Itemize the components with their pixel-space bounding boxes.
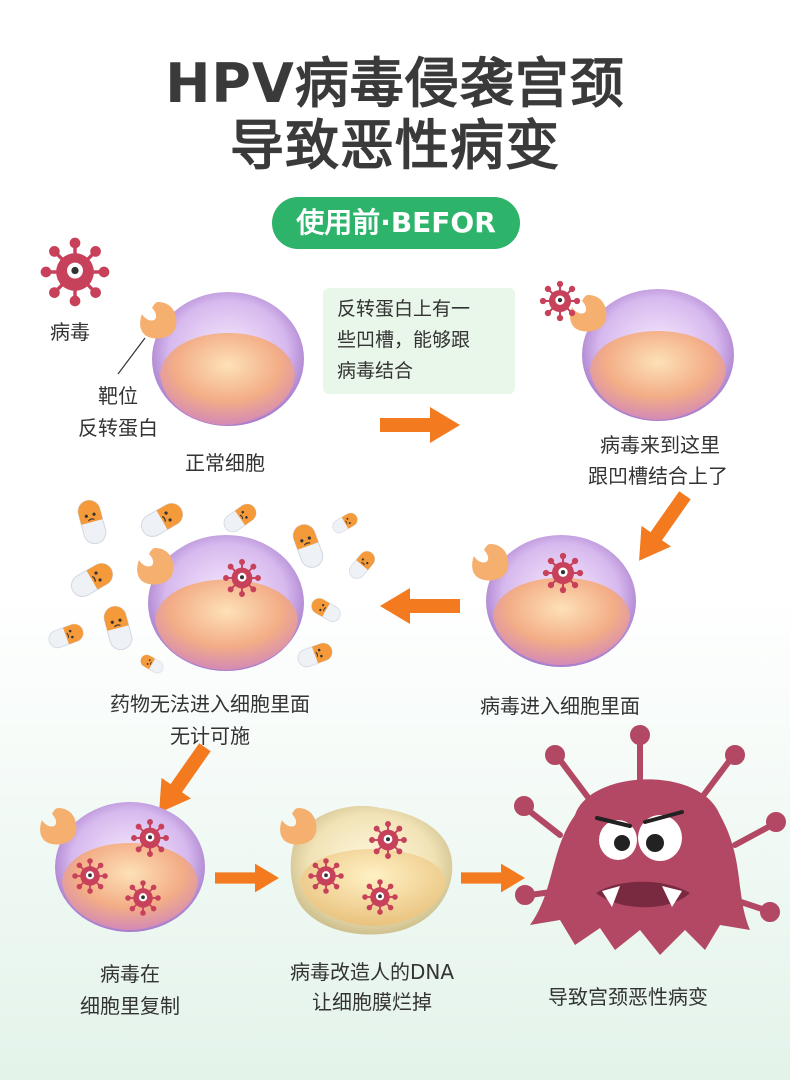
virus-icon-6b <box>308 858 344 894</box>
step4-label-line-1: 药物无法进入细胞里面 <box>110 692 310 716</box>
normal-cell <box>152 292 304 426</box>
title-line-1: HPV病毒侵袭宫颈 <box>165 52 625 115</box>
title-line-2: 导致恶性病变 <box>230 114 560 177</box>
virus-icon-5a <box>131 819 169 857</box>
protein-icon-4 <box>137 548 174 585</box>
arrow-right-3 <box>461 863 525 893</box>
pointer-line <box>117 337 146 375</box>
monster-virus-icon <box>514 725 786 955</box>
virus-icon-6a <box>369 821 407 859</box>
docked-cell <box>582 289 734 421</box>
virus-icon-5c <box>125 880 161 916</box>
target-protein-icon <box>140 302 177 339</box>
step7-label: 导致宫颈恶性病变 <box>548 985 708 1009</box>
virus-icon-2 <box>539 280 581 322</box>
virus-icon-3 <box>542 552 584 594</box>
protein-icon-3 <box>472 544 509 581</box>
damaged-cell <box>290 805 453 935</box>
note-line-2: 些凹槽，能够跟 <box>337 329 471 351</box>
virus-icon-5b <box>72 858 108 894</box>
arrow-right-2 <box>215 863 279 893</box>
note-line-3: 病毒结合 <box>337 360 414 382</box>
drug-cell <box>148 535 304 671</box>
arrow-right-1 <box>380 407 460 443</box>
protein-icon-5 <box>40 808 77 845</box>
virus-icon <box>40 237 110 307</box>
infected-cell <box>486 535 636 667</box>
virus-icon-4 <box>223 559 261 597</box>
virus-icon-6c <box>362 879 398 915</box>
arrow-left-1 <box>380 588 460 624</box>
step6-label-line-1: 病毒改造人的DNA <box>289 960 455 984</box>
step5-label-line-2: 细胞里复制 <box>80 994 180 1018</box>
step2-label-line-1: 病毒来到这里 <box>600 433 720 457</box>
step4-label-line-2: 无计可施 <box>170 724 250 748</box>
normal-cell-label: 正常细胞 <box>185 451 265 475</box>
arrow-down-left-1 <box>624 484 700 572</box>
note-line-1: 反转蛋白上有一 <box>337 298 471 320</box>
protein-icon-6 <box>280 808 317 845</box>
target-label-line-1: 靶位 <box>98 384 138 408</box>
protein-note-box: 反转蛋白上有一 些凹槽，能够跟 病毒结合 <box>323 288 515 394</box>
virus-label: 病毒 <box>50 320 90 344</box>
step5-label-line-1: 病毒在 <box>100 962 160 986</box>
step3-label: 病毒进入细胞里面 <box>480 694 640 718</box>
step2-label-line-2: 跟凹槽结合上了 <box>588 464 728 488</box>
step6-label-line-2: 让细胞膜烂掉 <box>312 990 432 1014</box>
before-badge: 使用前·BEFOR <box>272 197 520 249</box>
target-label-line-2: 反转蛋白 <box>78 416 158 440</box>
